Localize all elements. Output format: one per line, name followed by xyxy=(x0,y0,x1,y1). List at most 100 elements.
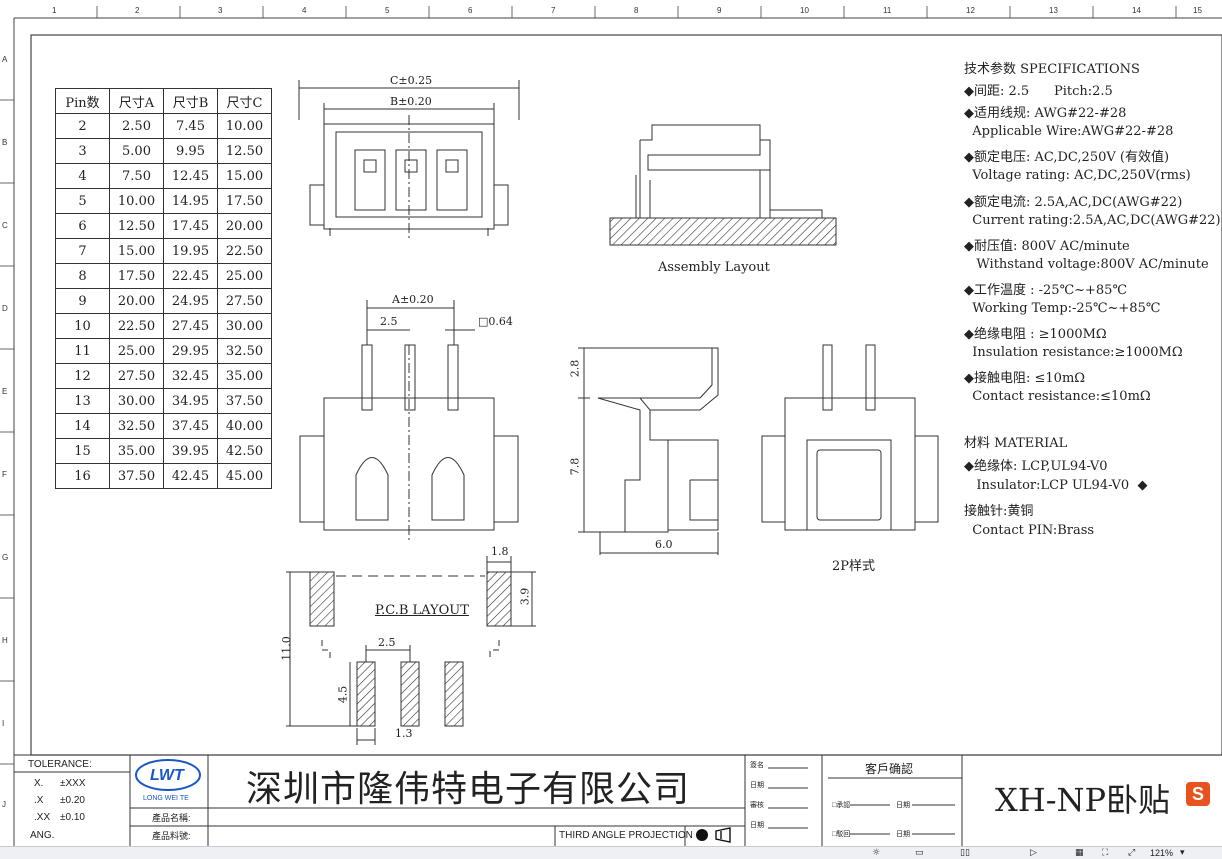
table-cell: 15 xyxy=(55,438,110,464)
ruler-col: 7 xyxy=(551,6,556,15)
table-cell: 42.45 xyxy=(163,463,218,489)
spec-line: ◆额定电压: AC,DC,250V (有效值) xyxy=(964,150,1170,166)
spec-line: ◆耐压值: 800V AC/minute xyxy=(964,238,1130,254)
two-page-icon[interactable]: ▯▯ xyxy=(960,848,970,858)
table-cell: 4 xyxy=(55,163,110,189)
table-cell: 27.45 xyxy=(163,313,218,339)
viewer-status-bar: ☼ ▭ ▯▯ ▷ ▦ ⛶ ⤢ 121% ▾ xyxy=(0,846,1222,859)
projection-label: THIRD ANGLE PROJECTION xyxy=(559,830,693,841)
table-cell: 32.50 xyxy=(109,413,164,439)
table-cell: 42.50 xyxy=(217,438,272,464)
table-header: 尺寸B xyxy=(163,88,218,114)
brightness-icon[interactable]: ☼ xyxy=(872,848,881,858)
table-cell: 11 xyxy=(55,338,110,364)
table-cell: 20.00 xyxy=(109,288,164,314)
tol-value: ±0.10 xyxy=(60,812,85,823)
dim-11-0: 11.0 xyxy=(279,636,293,661)
angle-label: ANG. xyxy=(30,830,55,841)
table-cell: 8 xyxy=(55,263,110,289)
table-cell: 5 xyxy=(55,188,110,214)
table-cell: 12 xyxy=(55,363,110,389)
table-cell: 15.00 xyxy=(109,238,164,264)
table-cell: 27.50 xyxy=(217,288,272,314)
table-cell: 35.00 xyxy=(217,363,272,389)
ruler-col: 8 xyxy=(634,6,639,15)
table-cell: 27.50 xyxy=(109,363,164,389)
ruler-row: F xyxy=(2,470,7,479)
table-header: 尺寸C xyxy=(217,88,272,114)
company-name: 深圳市隆伟特电子有限公司 xyxy=(246,769,691,810)
table-cell: 39.95 xyxy=(163,438,218,464)
table-cell: 15.00 xyxy=(217,163,272,189)
sogou-icon[interactable]: S xyxy=(1186,782,1210,806)
table-cell: 2 xyxy=(55,113,110,139)
spec-line: Applicable Wire:AWG#22-#28 xyxy=(964,124,1174,140)
table-header: Pin数 xyxy=(55,88,110,114)
table-cell: 12.50 xyxy=(109,213,164,239)
table-cell: 7.50 xyxy=(109,163,164,189)
dim-4-5: 4.5 xyxy=(336,685,350,704)
table-cell: 12.45 xyxy=(163,163,218,189)
ruler-row: H xyxy=(2,636,8,645)
table-cell: 7 xyxy=(55,238,110,264)
grid-icon[interactable]: ▦ xyxy=(1075,848,1084,858)
spec-line: Voltage rating: AC,DC,250V(rms) xyxy=(964,168,1191,184)
table-cell: 17.45 xyxy=(163,213,218,239)
reject-date-label: 日期 xyxy=(896,831,910,838)
table-cell: 32.45 xyxy=(163,363,218,389)
table-cell: 10 xyxy=(55,313,110,339)
table-cell: 37.50 xyxy=(217,388,272,414)
view-2p-label: 2P样式 xyxy=(832,559,876,574)
ruler-col: 15 xyxy=(1193,6,1202,15)
spec-line: Current rating:2.5A,AC,DC(AWG#22) xyxy=(964,212,1221,228)
spec-line: ◆工作温度 : -25℃~+85℃ xyxy=(964,282,1127,298)
tol-label: .XX xyxy=(34,812,51,823)
table-cell: 32.50 xyxy=(217,338,272,364)
product-name-label: 產品名稱: xyxy=(152,813,191,823)
zoom-level[interactable]: 121% xyxy=(1150,848,1174,858)
ruler-col: 5 xyxy=(385,6,390,15)
material-line: 接触针:黄铜 xyxy=(964,504,1034,519)
fullscreen-icon[interactable]: ⤢ xyxy=(1128,848,1136,858)
play-icon[interactable]: ▷ xyxy=(1030,848,1037,858)
company-logo-sub: LONG WEI TE xyxy=(143,795,189,802)
approve-date-label: 日期 xyxy=(896,802,910,809)
dim-pitch: 2.5 xyxy=(380,315,398,328)
ruler-col: 9 xyxy=(717,6,722,15)
table-cell: 22.50 xyxy=(217,238,272,264)
spec-line: Contact resistance:≤10mΩ xyxy=(964,389,1151,405)
single-page-icon[interactable]: ▭ xyxy=(915,848,924,858)
spec-line: ◆绝缘电阻 : ≥1000MΩ xyxy=(964,327,1107,343)
pcb-layout-label: P.C.B LAYOUT xyxy=(375,603,469,618)
table-cell: 37.50 xyxy=(109,463,164,489)
table-cell: 14 xyxy=(55,413,110,439)
spec-title: 技术参数 SPECIFICATIONS xyxy=(964,62,1140,77)
zoom-dropdown-icon[interactable]: ▾ xyxy=(1180,848,1185,858)
material-title: 材料 MATERIAL xyxy=(964,436,1068,451)
table-cell: 9.95 xyxy=(163,138,218,164)
table-cell: 5.00 xyxy=(109,138,164,164)
sign-label: 簽名 xyxy=(750,762,764,769)
dim-3-9: 3.9 xyxy=(518,587,532,606)
approve-checkbox: □承認 xyxy=(832,802,851,809)
table-cell: 17.50 xyxy=(217,188,272,214)
table-cell: 12.50 xyxy=(217,138,272,164)
dim-2-8: 2.8 xyxy=(568,359,582,378)
ruler-row: E xyxy=(2,387,8,396)
review-date-label: 日期 xyxy=(750,822,764,829)
ruler-col: 10 xyxy=(800,6,809,15)
table-cell: 6 xyxy=(55,213,110,239)
fit-icon[interactable]: ⛶ xyxy=(1102,848,1109,858)
reject-checkbox: □駁回 xyxy=(832,831,851,838)
